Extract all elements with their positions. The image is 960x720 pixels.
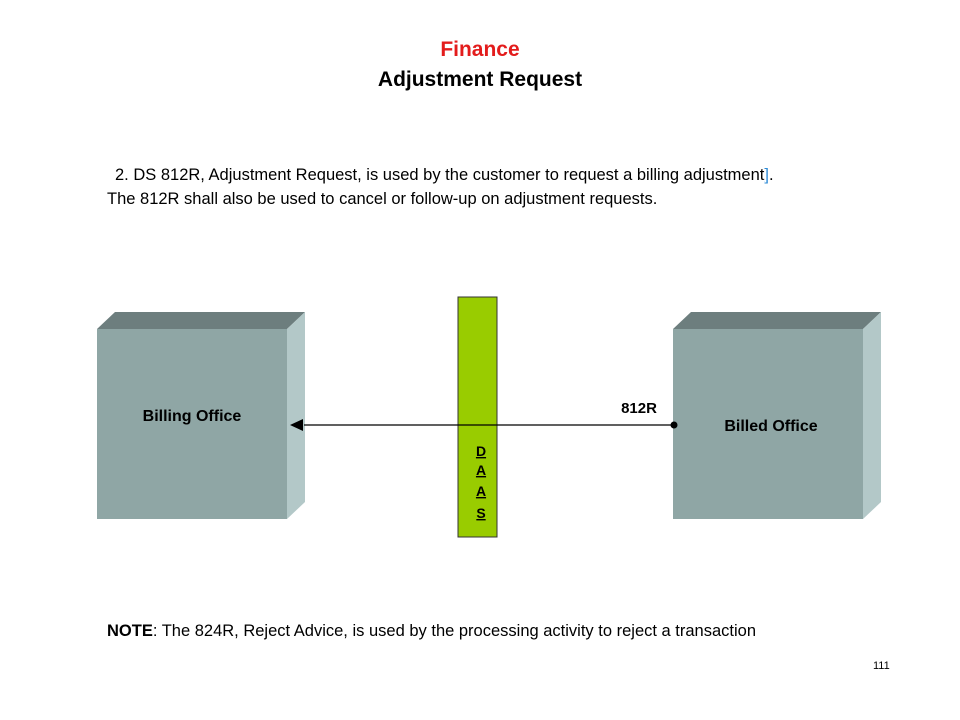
billing-office-label: Billing Office [143, 408, 242, 425]
daas-letter: D [476, 443, 486, 459]
daas-letter: A [476, 462, 486, 478]
billing-office-box-side [287, 312, 305, 519]
flow-arrow-label: 812R [621, 400, 657, 417]
daas-letter: A [476, 483, 486, 499]
billing-office-box: Billing Office [97, 312, 305, 519]
note-label: NOTE [107, 622, 153, 640]
note-line: NOTE: The 824R, Reject Advice, is used b… [107, 622, 756, 641]
flow-arrow-812r: 812R [290, 400, 678, 431]
description-bracket-link[interactable]: ] [764, 166, 769, 184]
flow-arrowhead [290, 419, 303, 431]
description-line-1: 2. DS 812R, Adjustment Request, is used … [115, 163, 774, 187]
flow-arrow-origin-dot [670, 421, 678, 429]
page-number: 111 [873, 660, 890, 672]
billed-office-box: Billed Office [673, 312, 881, 519]
billing-office-box-top [97, 312, 305, 329]
slide-title: Finance [440, 38, 520, 61]
description-line-2: The 812R shall also be used to cancel or… [107, 190, 658, 208]
billed-office-box-top [673, 312, 881, 329]
daas-bar-fill [457, 296, 498, 538]
note-text: : The 824R, Reject Advice, is used by th… [152, 622, 757, 640]
billed-office-label: Billed Office [724, 418, 817, 435]
billing-office-box-front [97, 329, 287, 519]
slide-subtitle: Adjustment Request [377, 68, 583, 91]
billed-office-box-side [863, 312, 881, 519]
daas-letter: S [476, 505, 485, 521]
billed-office-box-front [673, 329, 863, 519]
description-line-1-period: . [768, 166, 774, 184]
daas-bar: D A A S [457, 296, 498, 538]
description-line-1-text: 2. DS 812R, Adjustment Request, is used … [115, 166, 765, 184]
